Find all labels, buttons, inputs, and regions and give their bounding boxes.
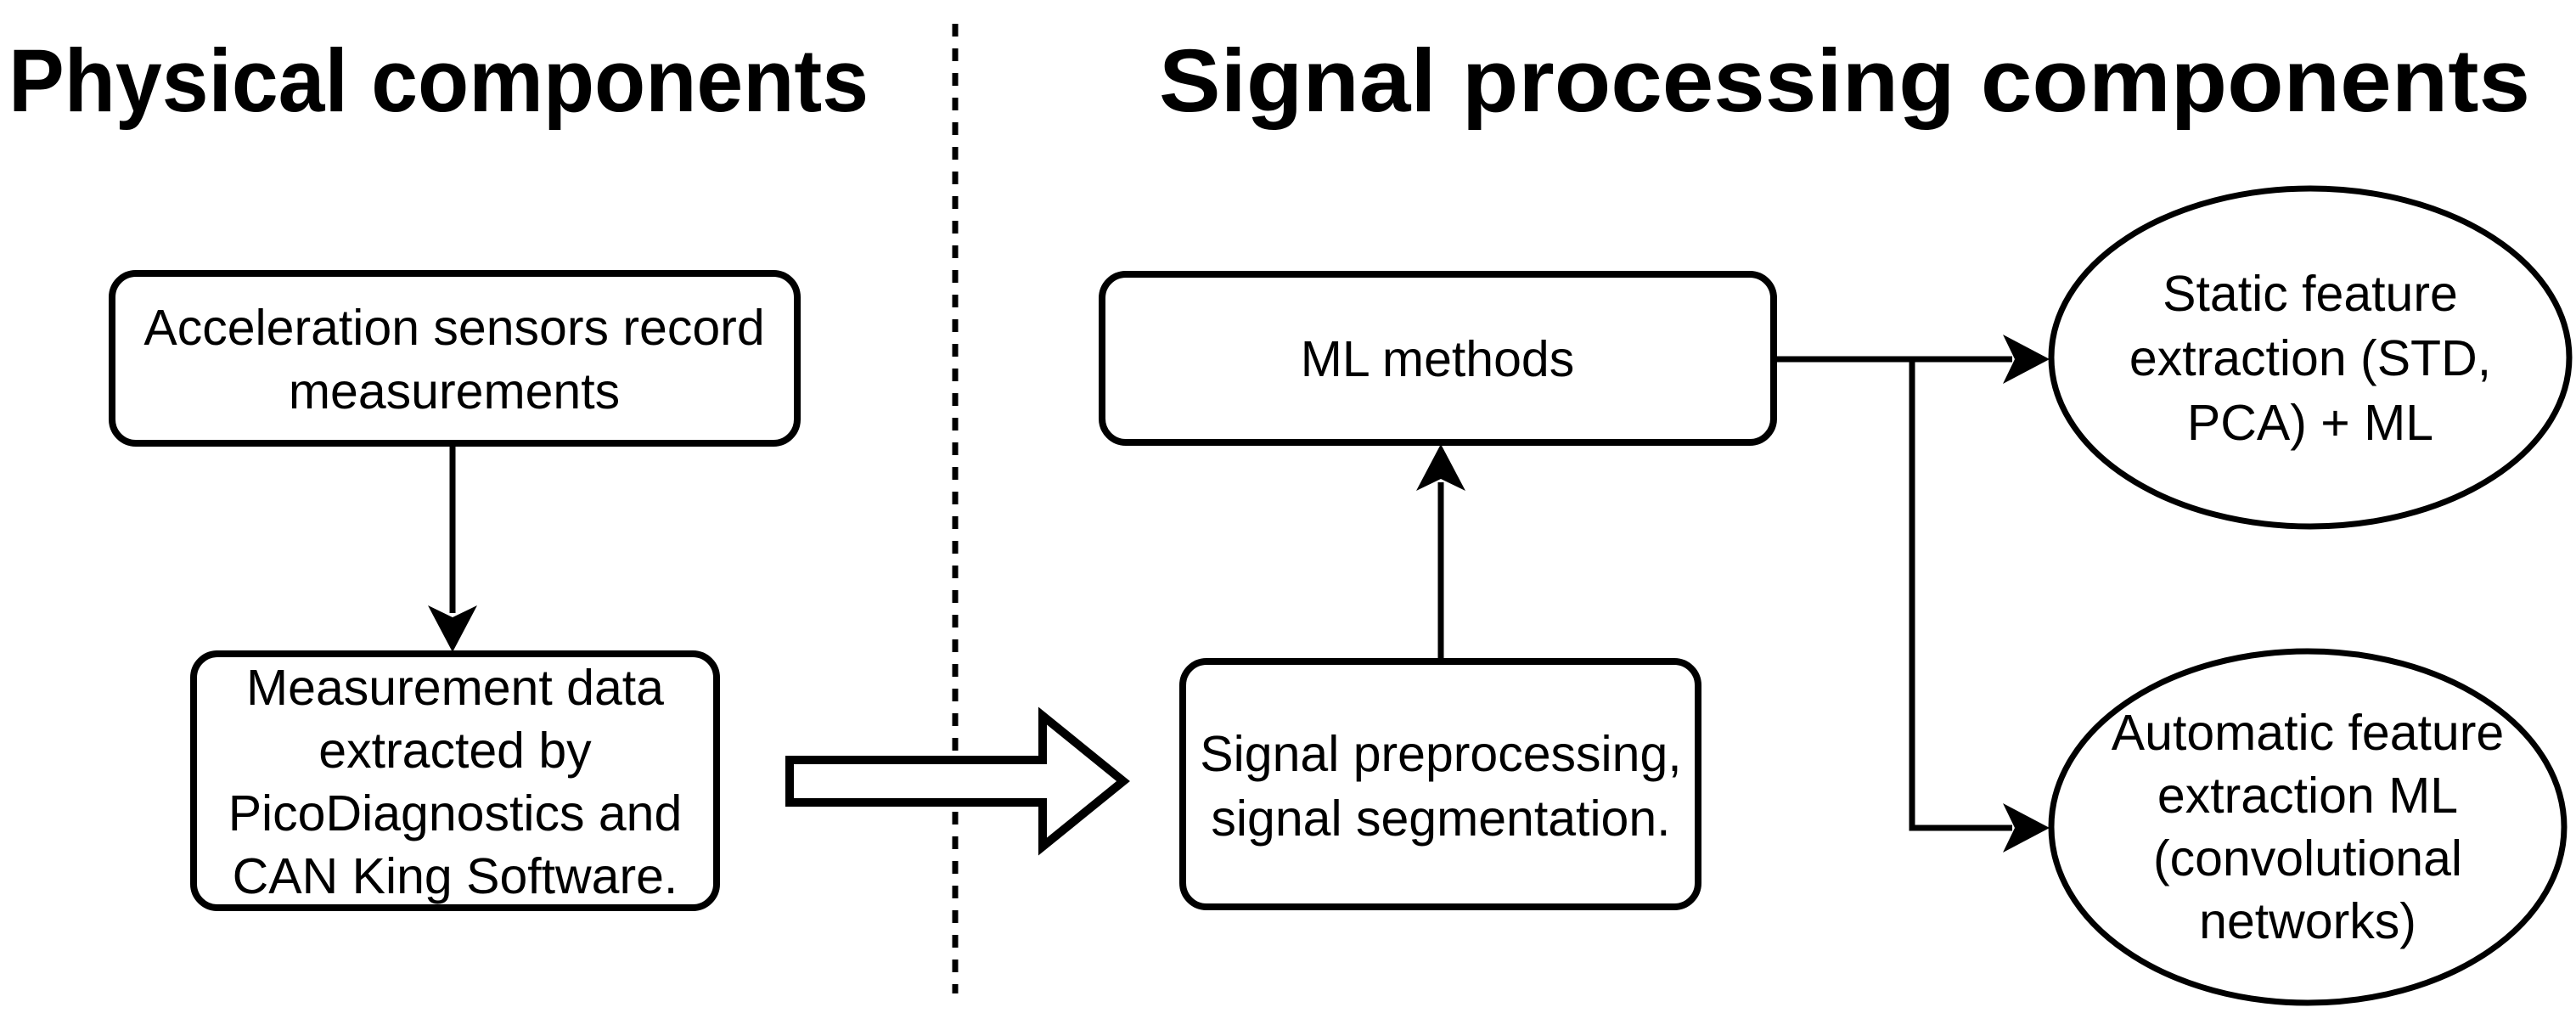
connector-acceleration-to-measurement [428, 445, 477, 652]
arrowhead-right-icon [2003, 803, 2050, 853]
ml-methods-node: ML methods [1099, 271, 1777, 446]
arrowhead-down-icon [428, 605, 477, 652]
acceleration-sensors-line-2: measurements [289, 363, 620, 419]
static-feature-ellipse [2048, 185, 2573, 530]
static-feature-line-2: extraction (STD, [2129, 330, 2491, 386]
static-feature-node: Static feature extraction (STD, PCA) + M… [2048, 185, 2573, 530]
signal-preprocessing-node: Signal preprocessing, signal segmentatio… [1179, 658, 1701, 910]
connector-elbow-line [1909, 359, 2012, 831]
automatic-feature-line-1: Automatic feature [2112, 705, 2504, 761]
arrowhead-up-icon [1416, 444, 1465, 491]
measurement-data-node: Measurement data extracted by PicoDiagno… [190, 650, 720, 911]
automatic-feature-node: Automatic feature extraction ML (convolu… [2048, 648, 2568, 1006]
signal-preprocessing-line-2: signal segmentation. [1211, 791, 1670, 847]
acceleration-sensors-line-1: Acceleration sensors record [143, 300, 764, 356]
ml-methods-label: ML methods [1301, 331, 1574, 387]
arrowhead-right-icon [2003, 335, 2050, 384]
measurement-data-box [190, 650, 720, 911]
section-title-physical: Physical components [8, 31, 869, 131]
automatic-feature-line-4: networks) [2199, 893, 2416, 949]
measurement-data-line-1: Measurement data [246, 660, 664, 716]
acceleration-sensors-node: Acceleration sensors record measurements [109, 270, 801, 447]
static-feature-line-1: Static feature [2163, 266, 2458, 322]
static-feature-line-3: PCA) + ML [2187, 395, 2433, 451]
acceleration-sensors-box [109, 270, 801, 447]
connector-ml-to-automatic-feature [1909, 359, 2050, 853]
automatic-feature-ellipse [2048, 648, 2568, 1006]
block-arrow-icon [785, 706, 1130, 856]
automatic-feature-line-3: (convolutional [2153, 830, 2462, 886]
section-title-signal-processing: Signal processing components [1159, 31, 2530, 131]
measurement-data-line-3: PicoDiagnostics and [228, 785, 683, 841]
measurement-data-line-4: CAN King Software. [233, 848, 678, 904]
signal-preprocessing-box [1179, 658, 1701, 910]
signal-preprocessing-line-1: Signal preprocessing, [1200, 726, 1681, 782]
connector-preprocessing-to-ml [1416, 444, 1465, 660]
automatic-feature-line-2: extraction ML [2157, 768, 2458, 824]
measurement-data-line-2: extracted by [318, 723, 592, 779]
connector-ml-to-static-feature [1774, 335, 2050, 384]
